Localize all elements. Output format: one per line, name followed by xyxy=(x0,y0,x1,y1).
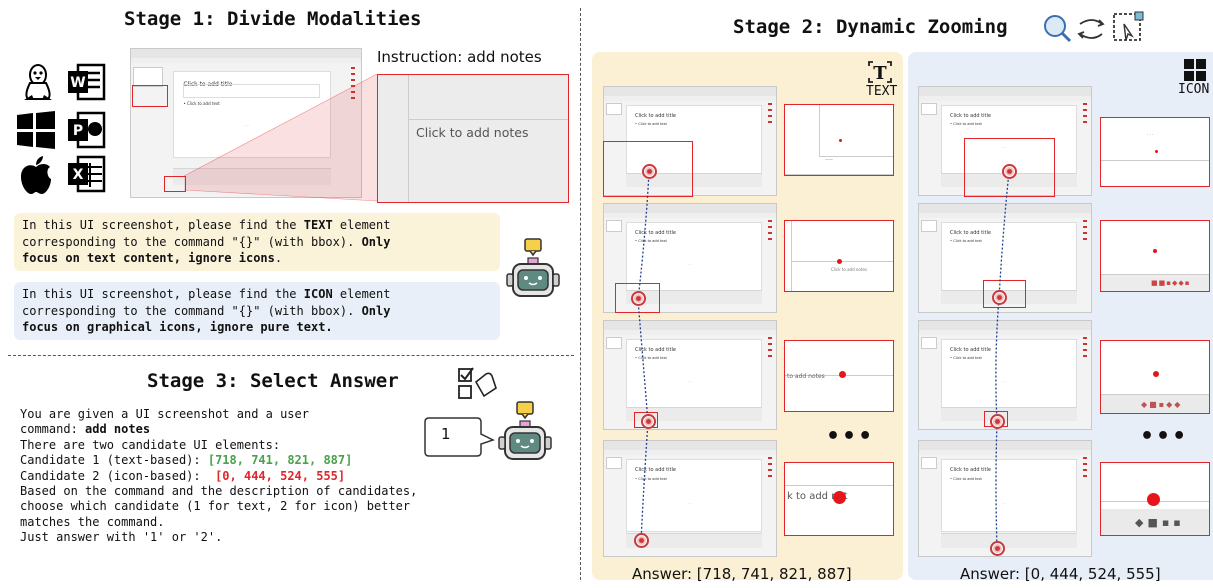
apple-logo-icon xyxy=(21,156,51,194)
vertical-divider xyxy=(580,8,581,580)
zoom-notes-text-4: k to add not xyxy=(787,491,848,502)
icon-step4-screenshot: Click to add title• Click to add text···… xyxy=(918,440,1092,557)
robot-answer-icon xyxy=(498,401,552,460)
robot-thinking-icon xyxy=(506,238,560,297)
text-step4-screenshot: Click to add title• Click to add text···… xyxy=(603,440,777,557)
icon-prompt: In this UI screenshot, please find the I… xyxy=(14,282,500,340)
svg-text:T: T xyxy=(873,63,887,84)
excel-icon: X xyxy=(68,155,106,193)
target-marker xyxy=(642,164,657,179)
icon-crop-box-1 xyxy=(964,138,1055,197)
instruction-label: Instruction: add notes xyxy=(377,48,542,66)
text-prompt: In this UI screenshot, please find the T… xyxy=(14,213,500,271)
powerpoint-icon: P xyxy=(68,111,106,149)
stage2-title: Stage 2: Dynamic Zooming xyxy=(733,16,1008,38)
icon-step1-screenshot: Click to add title• Click to add text···… xyxy=(918,86,1092,196)
horizontal-divider xyxy=(8,355,574,356)
text-answer: Answer: [718, 741, 821, 887] xyxy=(632,565,852,583)
icon-modality-icon xyxy=(1184,59,1206,81)
target-marker xyxy=(641,414,656,429)
zoom-notes-text: Click to add notes xyxy=(416,125,529,140)
stage3-prompt: You are given a UI screenshot and a user… xyxy=(20,407,418,545)
linux-penguin-icon xyxy=(24,64,52,100)
icon-step3-screenshot: Click to add title• Click to add text···… xyxy=(918,320,1092,430)
word-icon: W xyxy=(68,63,106,101)
target-marker xyxy=(631,291,646,306)
icon-zoom-1: · · · xyxy=(1100,117,1210,187)
text-zoom-2: Click to add notes xyxy=(784,220,894,292)
windows-logo-icon xyxy=(17,111,55,149)
text-zoom-1: —— xyxy=(784,104,894,176)
icon-answer: Answer: [0, 444, 524, 555] xyxy=(960,565,1161,583)
text-step3-screenshot: Click to add title• Click to add text···… xyxy=(603,320,777,430)
svg-text:P: P xyxy=(73,123,83,139)
zoom-projection xyxy=(183,73,378,202)
answer-bubble-text: 1 xyxy=(441,425,451,443)
stage1-screenshot: Click to add title • Click to add text ·… xyxy=(130,48,362,198)
answer-speech-bubble xyxy=(424,417,495,457)
svg-text:W: W xyxy=(70,75,85,91)
text-zoom-4: k to add not xyxy=(784,462,894,536)
target-marker xyxy=(990,541,1005,556)
text-modality-icon: T xyxy=(868,61,892,84)
checkbox-select-icon xyxy=(458,367,497,399)
zoom-cycle-icon xyxy=(1044,11,1144,43)
target-marker xyxy=(1002,164,1017,179)
text-modality-label: TEXT xyxy=(866,84,898,99)
icon-zoom-2: ■■▪◆◆▪ xyxy=(1100,220,1210,292)
stage1-source-box xyxy=(132,85,168,107)
icon-ellipsis: ••• xyxy=(1140,424,1189,449)
icon-crop-box-2 xyxy=(983,280,1026,308)
target-marker xyxy=(992,290,1007,305)
stage1-notes-box xyxy=(164,176,186,192)
slide-text-placeholder: • Click to add text xyxy=(183,100,220,106)
icon-zoom-3: ◆■▪◆◆ xyxy=(1100,340,1210,414)
target-marker xyxy=(634,533,649,548)
svg-text:X: X xyxy=(73,167,84,183)
stage1-title: Stage 1: Divide Modalities xyxy=(124,8,422,30)
text-zoom-3: to add notes xyxy=(784,340,894,412)
icon-zoom-4: ◆■▪▪ xyxy=(1100,462,1210,536)
text-crop-box-2 xyxy=(615,283,660,313)
zoom-notes-text-3: to add notes xyxy=(787,373,825,380)
stage1-zoom-view: Click to add notes xyxy=(377,74,569,203)
stage3-title: Stage 3: Select Answer xyxy=(147,370,399,392)
text-ellipsis: ••• xyxy=(826,424,875,449)
icon-modality-label: ICON xyxy=(1178,82,1210,97)
target-marker xyxy=(990,414,1005,429)
